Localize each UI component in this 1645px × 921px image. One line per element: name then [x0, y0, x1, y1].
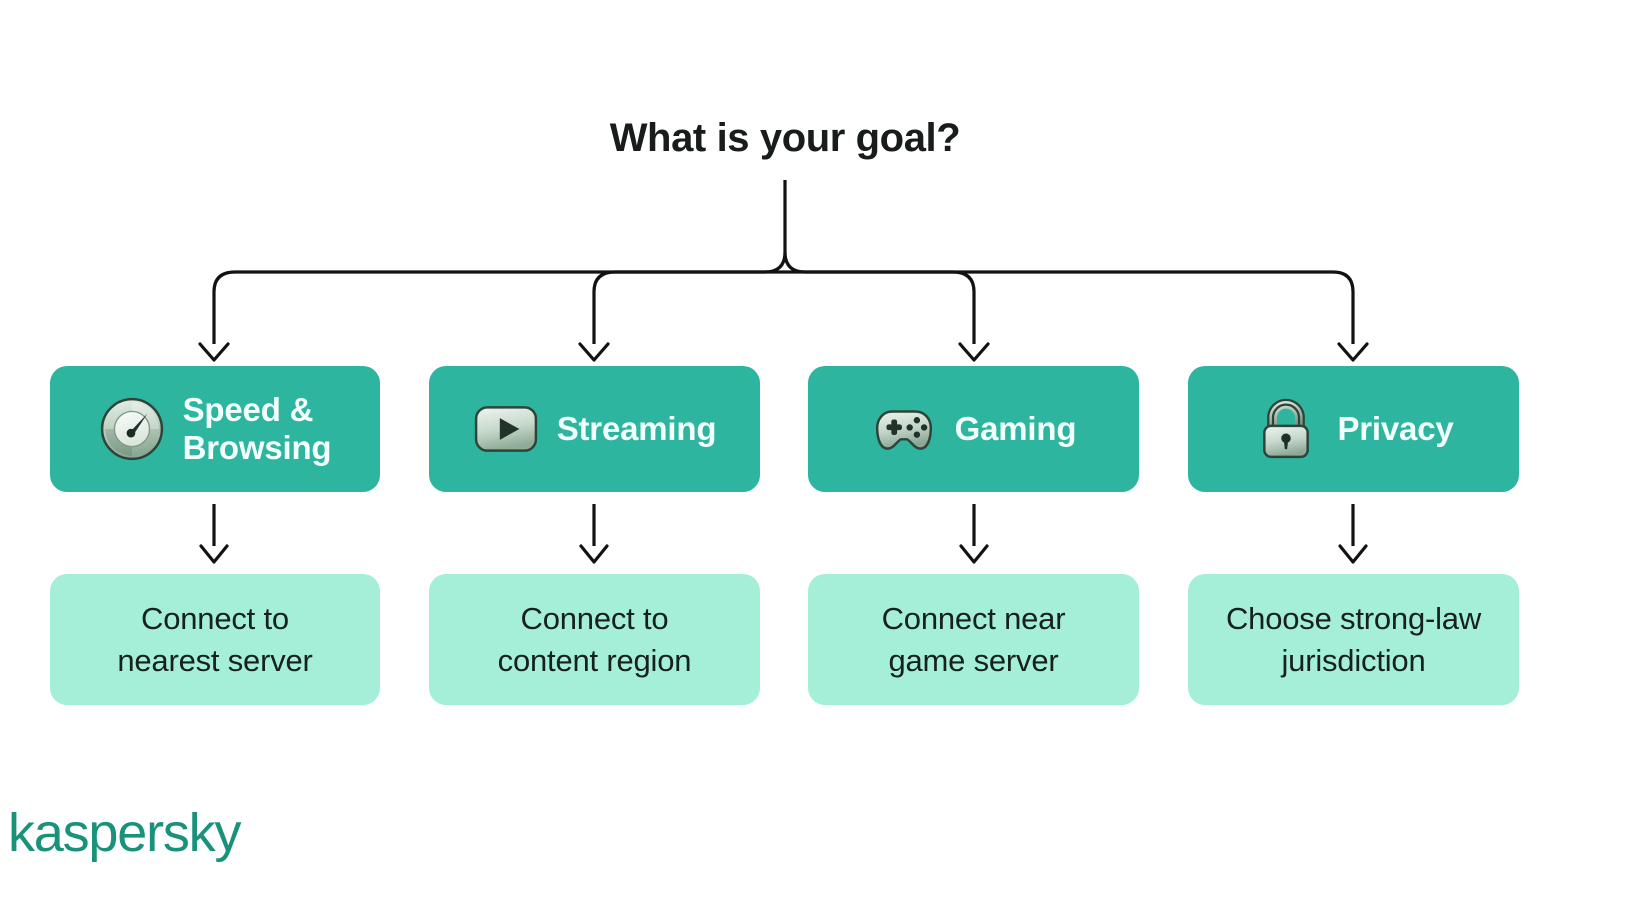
goal-card-streaming[interactable]: Streaming [429, 366, 760, 492]
goal-card-label: Speed & Browsing [182, 391, 332, 466]
page-title: What is your goal? [609, 116, 961, 160]
padlock-icon [1263, 398, 1310, 459]
action-box-label: Connect near game server [881, 600, 1066, 678]
action-box-label: Connect to nearest server [117, 600, 313, 678]
brand-logo: kaspersky [8, 803, 241, 863]
play-video-icon [474, 406, 537, 452]
action-box-privacy[interactable]: Choose strong-law jurisdiction [1188, 574, 1519, 705]
brand-name: kaspersky [8, 803, 241, 863]
action-box-speed[interactable]: Connect to nearest server [50, 574, 380, 705]
action-box-streaming[interactable]: Connect to content region [429, 574, 760, 705]
action-box-gaming[interactable]: Connect near game server [808, 574, 1139, 705]
action-box-label: Choose strong-law jurisdiction [1225, 600, 1482, 678]
goal-card-label: Streaming [556, 410, 717, 448]
action-box-label: Connect to content region [497, 600, 692, 678]
speedometer-icon [100, 397, 163, 461]
goal-card-speed[interactable]: Speed & Browsing [50, 366, 380, 492]
goal-card-label: Gaming [954, 410, 1077, 448]
goal-card-privacy[interactable]: Privacy [1188, 366, 1519, 492]
goal-card-label: Privacy [1337, 410, 1454, 448]
goal-card-gaming[interactable]: Gaming [808, 366, 1139, 492]
gamepad-icon [875, 410, 932, 450]
